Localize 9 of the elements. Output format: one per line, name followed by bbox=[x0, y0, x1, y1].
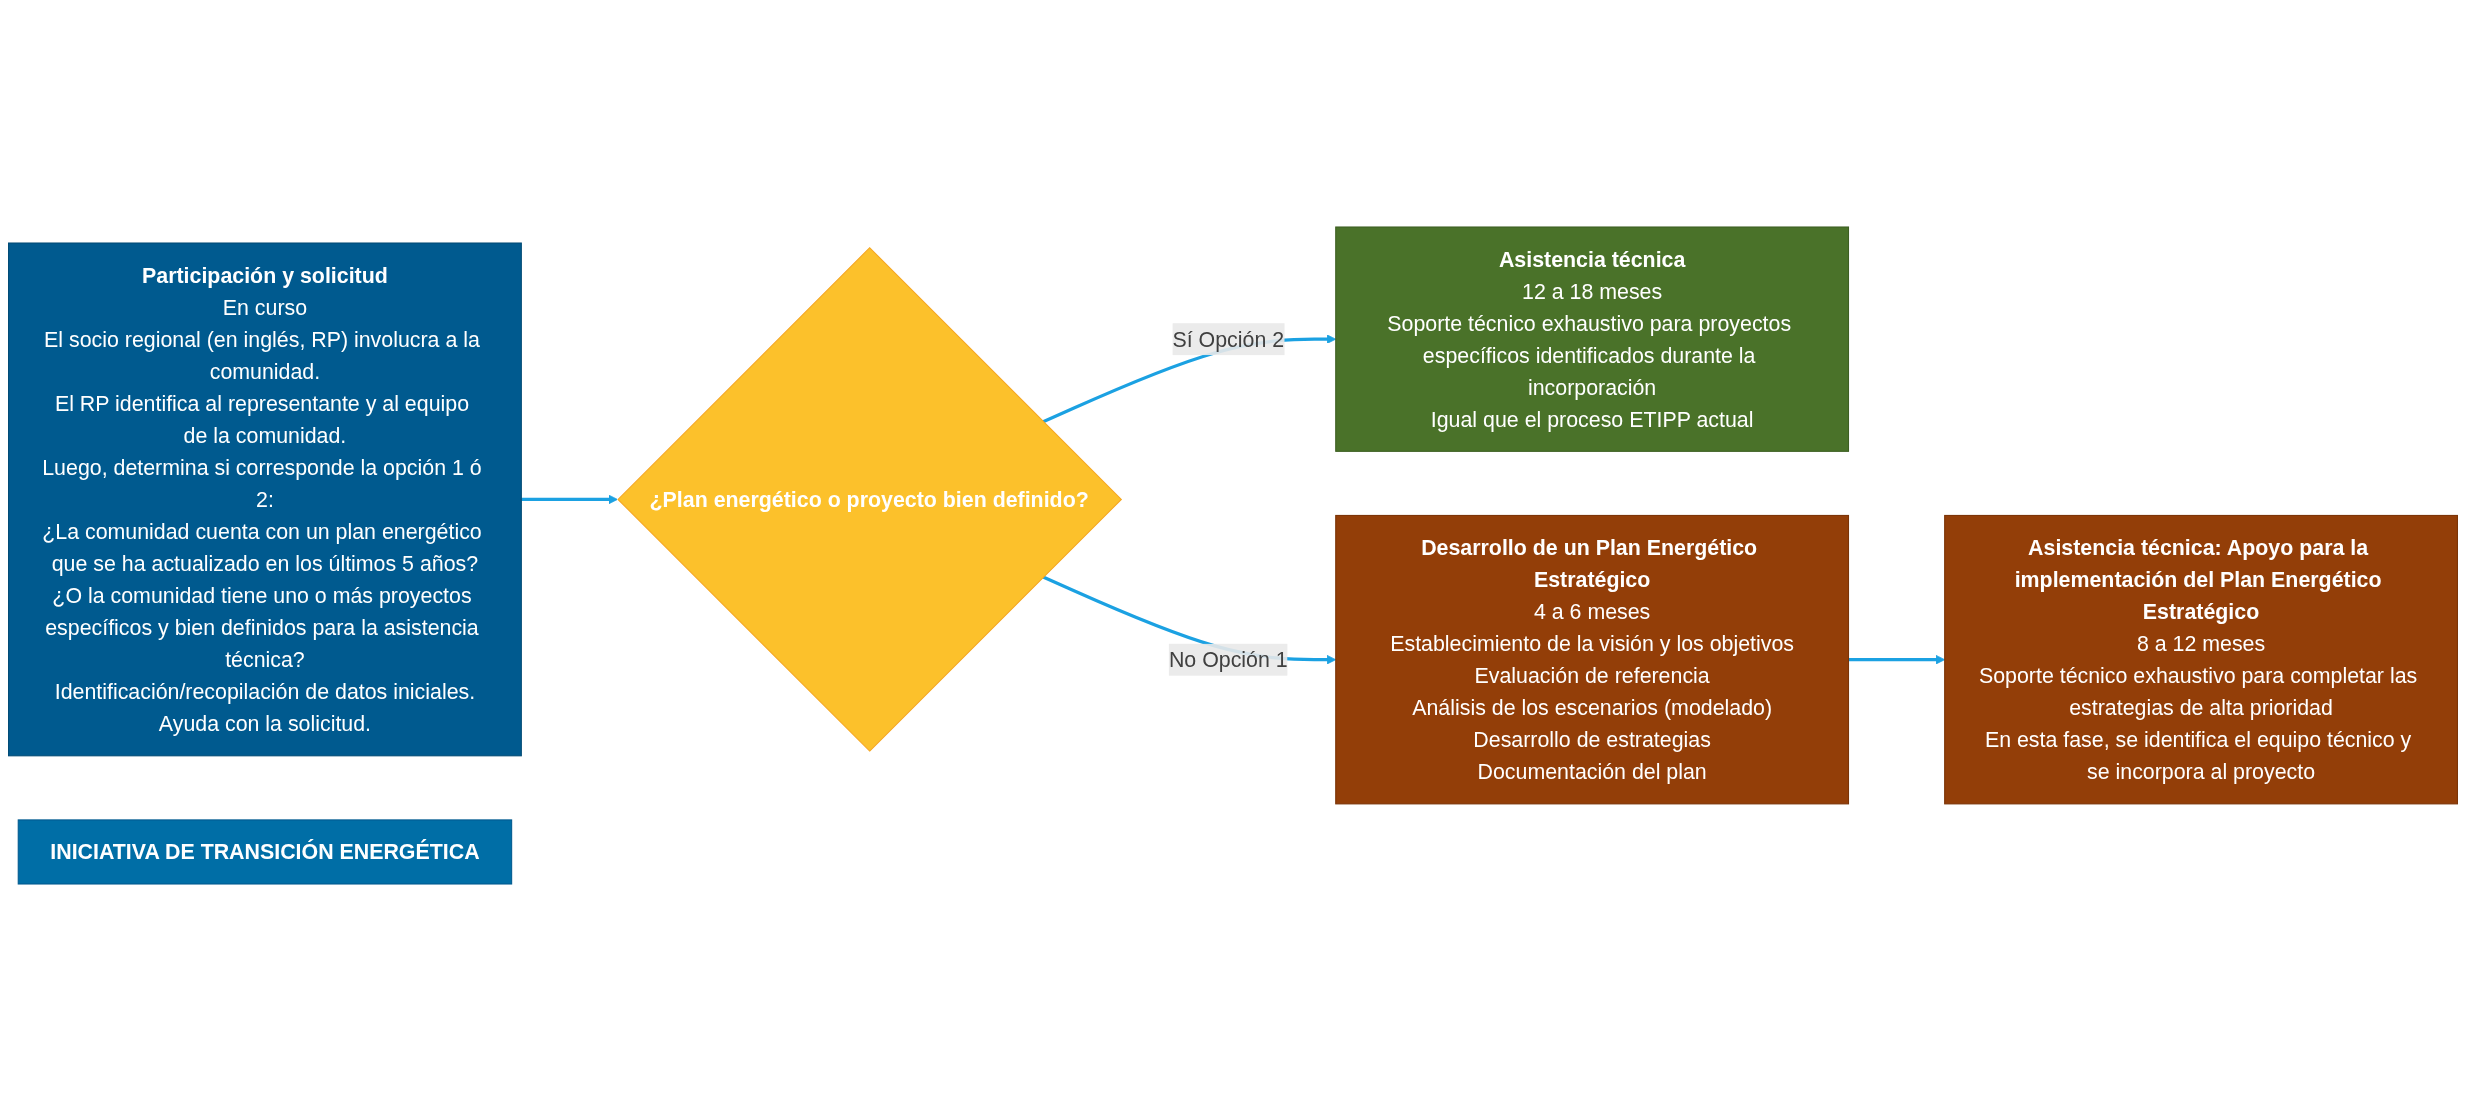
node-diamond: ¿Plan energético o proyecto bien definido? bbox=[617, 247, 1123, 752]
node-box: Asistencia técnica: Apoyo para la implementación del Plan Energético Estratégico 8 a 12 meses Soporte técnico exhaustivo para completar las estrategias de alta prioridad En esta fase, se identifica el equipo técnico y se incorpora al proyecto bbox=[1944, 514, 2458, 805]
node-box: Asistencia técnica 12 a 18 meses Soporte técnico exhaustivo para proyectos específicos identificados durante la incorporación Igual que el proceso ETIPP actual bbox=[1335, 226, 1850, 452]
node-box: Desarrollo de un Plan Energético Estratégico 4 a 6 meses Establecimiento de la visión y los objetivos Evaluación de referencia Análisis de los escenarios (modelado) Desarrollo de estrategias Documentación del plan bbox=[1335, 514, 1850, 805]
arrow bbox=[521, 494, 618, 505]
node-box: Participación y solicitud En curso El socio regional (en inglés, RP) involucra a la comunidad. El RP identifica al representante y al equipo de la comunidad. Luego, determina si corresponde la opción 1 ó 2: ¿La comunidad cuenta con un plan energético que se ha actualizado en los últimos 5 años? ¿O la comunidad tiene uno o más proyectos específicos y bien definidos para la asistencia técnica? Identificación/recopilación de datos iniciales. Ayuda con la solicitud. bbox=[8, 242, 522, 757]
node-box: INICIATIVA DE TRANSICIÓN ENERGÉTICA bbox=[17, 819, 513, 885]
edge-label: No Opción 1 bbox=[1168, 647, 1288, 672]
edge-label: Sí Opción 2 bbox=[1172, 327, 1285, 351]
